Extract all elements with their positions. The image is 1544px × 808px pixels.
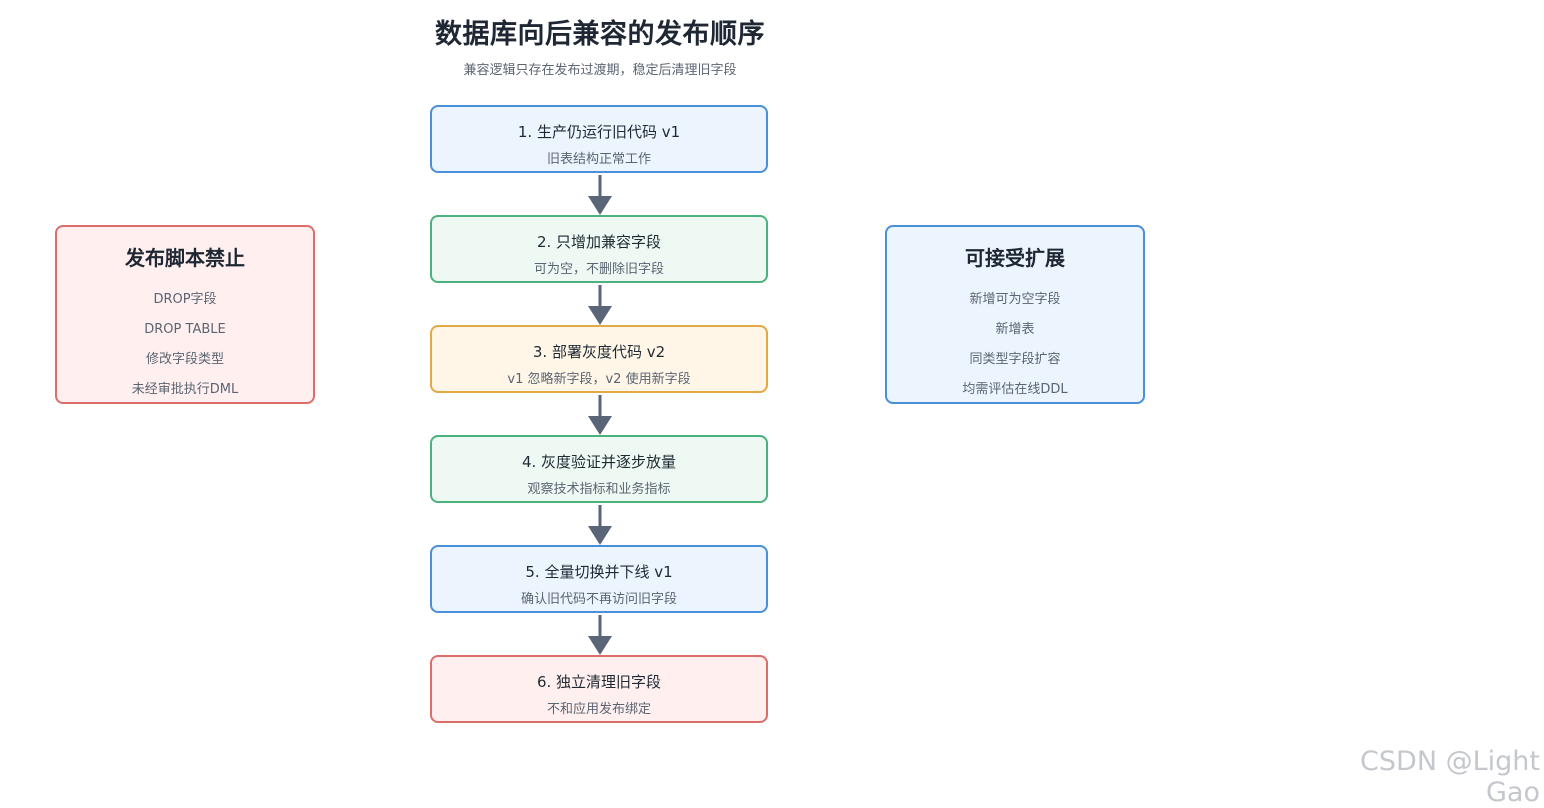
- step-2-title: 2. 只增加兼容字段: [536, 233, 662, 251]
- step-6-desc: 不和应用发布绑定: [546, 702, 651, 717]
- forbidden-title: 发布脚本禁止: [125, 246, 245, 270]
- step-3-desc: v1 忽略新字段，v2 使用新字段: [507, 372, 691, 387]
- allowed-item: 新增可为空字段: [969, 292, 1061, 307]
- step-5-title: 5. 全量切换并下线 v1: [525, 563, 673, 581]
- allowed-list: 新增可为空字段 新增表 同类型字段扩容 均需评估在线DDL: [887, 285, 1143, 405]
- step-6-title: 6. 独立清理旧字段: [536, 673, 662, 691]
- step-3-title: 3. 部署灰度代码 v2: [532, 343, 666, 361]
- arrow-2-to-3: [588, 285, 612, 325]
- forbidden-item: 修改字段类型: [145, 352, 224, 367]
- step-2-desc: 可为空，不删除旧字段: [533, 262, 664, 277]
- step-1-title: 1. 生产仍运行旧代码 v1: [517, 123, 681, 141]
- arrow-1-to-2: [588, 175, 612, 215]
- allowed-item: 均需评估在线DDL: [962, 382, 1068, 397]
- step-4-box: 4. 灰度验证并逐步放量 观察技术指标和业务指标: [430, 435, 768, 503]
- step-3-box: 3. 部署灰度代码 v2 v1 忽略新字段，v2 使用新字段: [430, 325, 768, 393]
- allowed-item: 新增表: [995, 322, 1035, 337]
- step-5-desc: 确认旧代码不再访问旧字段: [520, 592, 677, 607]
- arrow-3-to-4: [588, 395, 612, 435]
- step-1-box: 1. 生产仍运行旧代码 v1 旧表结构正常工作: [430, 105, 768, 173]
- step-4-title: 4. 灰度验证并逐步放量: [521, 453, 677, 471]
- step-1-desc: 旧表结构正常工作: [546, 152, 651, 167]
- allowed-title: 可接受扩展: [965, 246, 1065, 270]
- diagram-subtitle: 兼容逻辑只存在发布过渡期，稳定后清理旧字段: [463, 63, 737, 78]
- diagram-title: 数据库向后兼容的发布顺序: [435, 19, 765, 50]
- allowed-item: 同类型字段扩容: [969, 352, 1061, 367]
- step-2-box: 2. 只增加兼容字段 可为空，不删除旧字段: [430, 215, 768, 283]
- step-5-box: 5. 全量切换并下线 v1 确认旧代码不再访问旧字段: [430, 545, 768, 613]
- arrow-4-to-5: [588, 505, 612, 545]
- forbidden-panel: 发布脚本禁止 DROP字段 DROP TABLE 修改字段类型 未经审批执行DM…: [55, 225, 315, 404]
- flow-arrows: [588, 175, 612, 655]
- step-6-box: 6. 独立清理旧字段 不和应用发布绑定: [430, 655, 768, 723]
- forbidden-item: 未经审批执行DML: [131, 382, 239, 397]
- watermark: CSDN @Light Gao: [1360, 746, 1540, 808]
- forbidden-item: DROP TABLE: [144, 322, 226, 337]
- arrow-5-to-6: [588, 615, 612, 655]
- forbidden-list: DROP字段 DROP TABLE 修改字段类型 未经审批执行DML: [57, 285, 313, 405]
- allowed-panel: 可接受扩展 新增可为空字段 新增表 同类型字段扩容 均需评估在线DDL: [885, 225, 1145, 404]
- step-4-desc: 观察技术指标和业务指标: [527, 482, 671, 497]
- forbidden-item: DROP字段: [153, 292, 217, 307]
